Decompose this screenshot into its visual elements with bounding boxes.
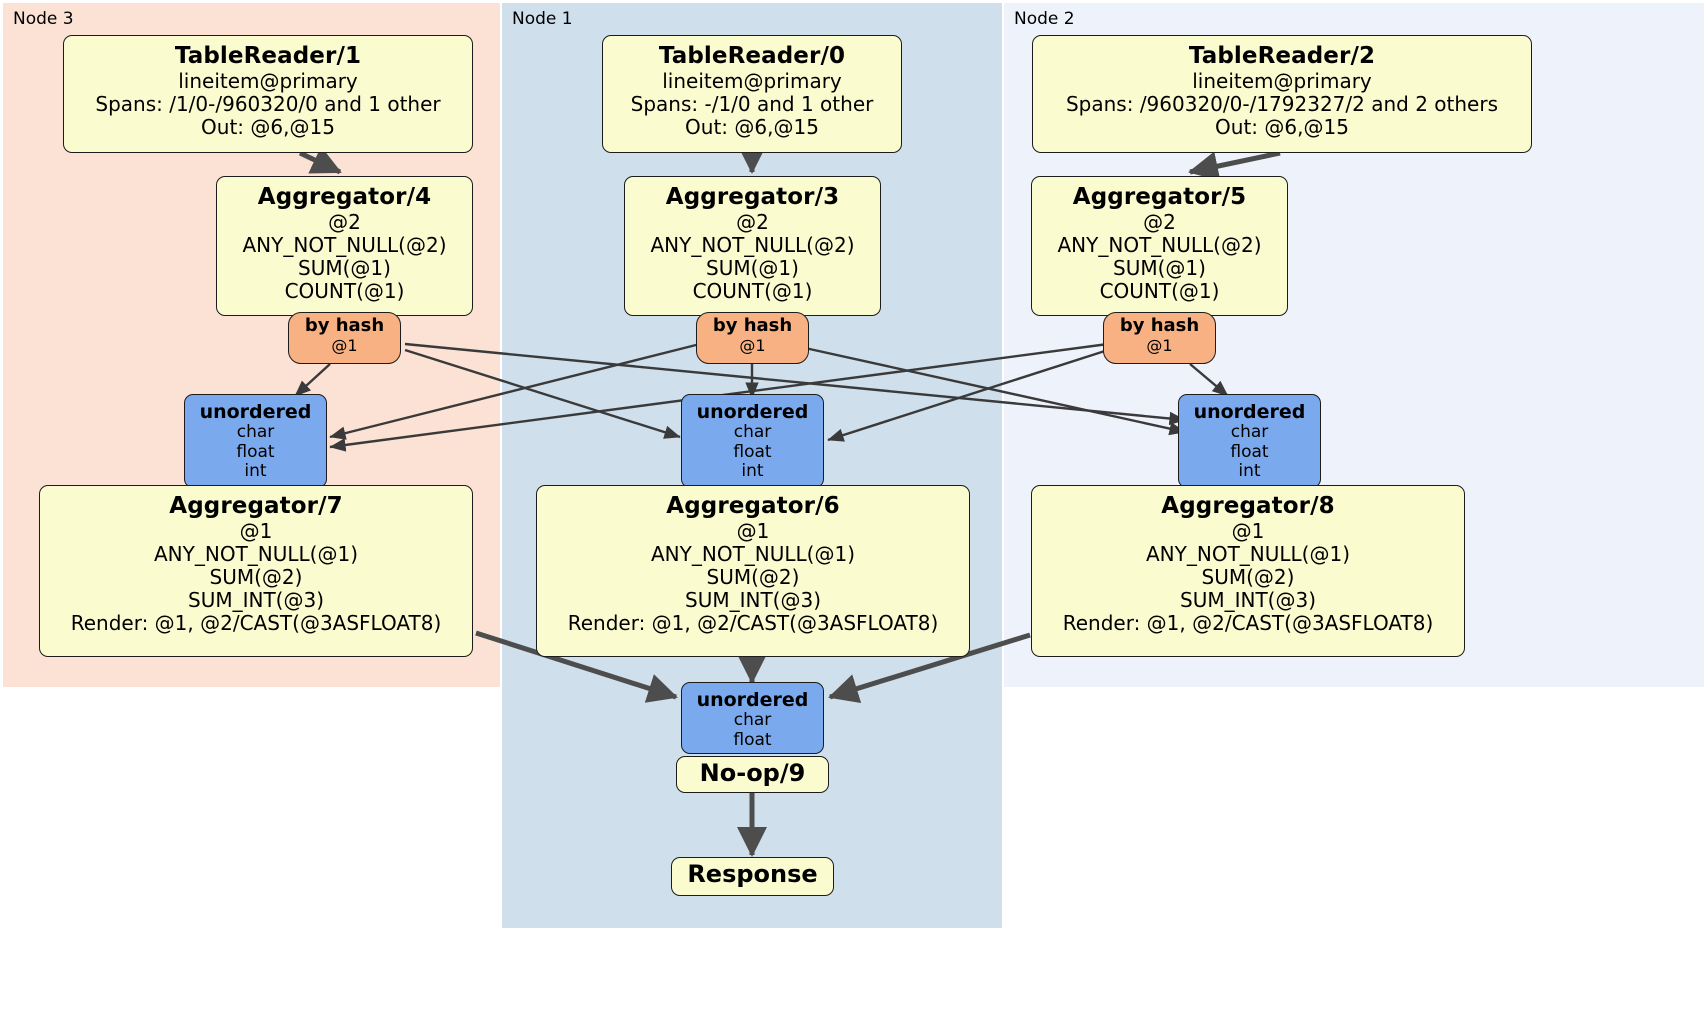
processor-tablereader-0[interactable]: TableReader/0 lineitem@primary Spans: -/… [602,35,902,153]
processor-detail: ANY_NOT_NULL(@2) [1057,232,1262,257]
processor-detail: lineitem@primary [1192,68,1372,93]
router-by-hash-node1[interactable]: by hash @1 [696,312,809,364]
processor-detail: SUM_INT(@3) [1180,588,1316,613]
processor-detail: SUM(@2) [209,565,303,590]
processor-detail: SUM_INT(@3) [188,588,324,613]
processor-detail: COUNT(@1) [284,279,405,304]
processor-detail: SUM(@1) [1113,256,1206,281]
stream-type: char [1230,422,1269,443]
processor-detail: Out: @6,@15 [1215,115,1349,140]
stream-unordered-final[interactable]: unordered char float [681,682,824,754]
processor-title: TableReader/1 [174,43,362,69]
processor-detail: Spans: -/1/0 and 1 other [630,91,874,116]
processor-response[interactable]: Response [671,857,834,896]
router-title: by hash [1119,315,1200,336]
processor-aggregator-4[interactable]: Aggregator/4 @2 ANY_NOT_NULL(@2) SUM(@1)… [216,176,473,316]
processor-title: No-op/9 [699,759,806,787]
processor-detail: COUNT(@1) [692,279,813,304]
processor-title: Aggregator/8 [1161,493,1335,519]
router-detail: @1 [331,335,358,355]
processor-detail: @2 [736,209,769,234]
processor-detail: Out: @6,@15 [201,115,335,140]
stream-title: unordered [1193,401,1306,423]
processor-detail: ANY_NOT_NULL(@1) [154,541,358,566]
stream-type: float [1230,441,1269,462]
processor-detail: Spans: /960320/0-/1792327/2 and 2 others [1065,91,1498,116]
processor-aggregator-6[interactable]: Aggregator/6 @1 ANY_NOT_NULL(@1) SUM(@2)… [536,485,970,657]
processor-detail: Out: @6,@15 [685,115,819,140]
router-by-hash-node3[interactable]: by hash @1 [288,312,401,364]
processor-aggregator-7[interactable]: Aggregator/7 @1 ANY_NOT_NULL(@1) SUM(@2)… [39,485,473,657]
processor-detail: @1 [239,518,273,543]
stream-type: int [244,461,267,482]
router-detail: @1 [1146,335,1173,355]
router-title: by hash [712,315,793,336]
processor-title: Aggregator/3 [665,184,840,210]
processor-detail: SUM_INT(@3) [685,588,821,613]
processor-title: TableReader/2 [1188,43,1376,69]
processor-aggregator-3[interactable]: Aggregator/3 @2 ANY_NOT_NULL(@2) SUM(@1)… [624,176,881,316]
stream-unordered-node1[interactable]: unordered char float int [681,394,824,488]
node-panel-label-node3: Node 3 [13,9,74,29]
processor-noop-9[interactable]: No-op/9 [676,756,829,793]
router-title: by hash [304,315,385,336]
stream-type: float [733,729,772,750]
processor-detail: @2 [1143,209,1176,234]
processor-detail: ANY_NOT_NULL(@2) [242,232,447,257]
processor-tablereader-1[interactable]: TableReader/1 lineitem@primary Spans: /1… [63,35,473,153]
processor-title: Aggregator/5 [1072,184,1247,210]
processor-detail: ANY_NOT_NULL(@1) [1146,541,1350,566]
processor-detail: lineitem@primary [662,68,842,93]
processor-title: TableReader/0 [658,43,846,69]
processor-aggregator-5[interactable]: Aggregator/5 @2 ANY_NOT_NULL(@2) SUM(@1)… [1031,176,1288,316]
processor-detail: Render: @1, @2/CAST(@3ASFLOAT8) [567,611,939,636]
stream-type: int [741,461,764,482]
processor-detail: COUNT(@1) [1099,279,1220,304]
node-panel-label-node2: Node 2 [1014,9,1075,29]
processor-detail: SUM(@2) [706,565,800,590]
processor-tablereader-2[interactable]: TableReader/2 lineitem@primary Spans: /9… [1032,35,1532,153]
router-detail: @1 [739,335,766,355]
stream-type: char [733,710,772,731]
stream-type: char [236,422,275,443]
processor-detail: @1 [736,518,770,543]
stream-type: float [236,441,275,462]
processor-title: Aggregator/6 [666,493,840,519]
processor-detail: Render: @1, @2/CAST(@3ASFLOAT8) [1062,611,1434,636]
processor-title: Aggregator/7 [169,493,343,519]
processor-detail: @1 [1231,518,1265,543]
processor-title: Aggregator/4 [257,184,432,210]
stream-unordered-node3[interactable]: unordered char float int [184,394,327,488]
stream-unordered-node2[interactable]: unordered char float int [1178,394,1321,488]
stream-type: int [1238,461,1261,482]
router-by-hash-node2[interactable]: by hash @1 [1103,312,1216,364]
stream-type: char [733,422,772,443]
processor-detail: Spans: /1/0-/960320/0 and 1 other [95,91,441,116]
processor-detail: lineitem@primary [178,68,358,93]
stream-type: float [733,441,772,462]
processor-aggregator-8[interactable]: Aggregator/8 @1 ANY_NOT_NULL(@1) SUM(@2)… [1031,485,1465,657]
processor-title: Response [687,860,818,888]
stream-title: unordered [696,689,809,711]
stream-title: unordered [199,401,312,423]
processor-detail: ANY_NOT_NULL(@2) [650,232,855,257]
processor-detail: SUM(@1) [298,256,391,281]
processor-detail: ANY_NOT_NULL(@1) [651,541,855,566]
processor-detail: SUM(@2) [1201,565,1295,590]
processor-detail: @2 [328,209,361,234]
processor-detail: SUM(@1) [706,256,799,281]
node-panel-label-node1: Node 1 [512,9,573,29]
processor-detail: Render: @1, @2/CAST(@3ASFLOAT8) [70,611,442,636]
stream-title: unordered [696,401,809,423]
